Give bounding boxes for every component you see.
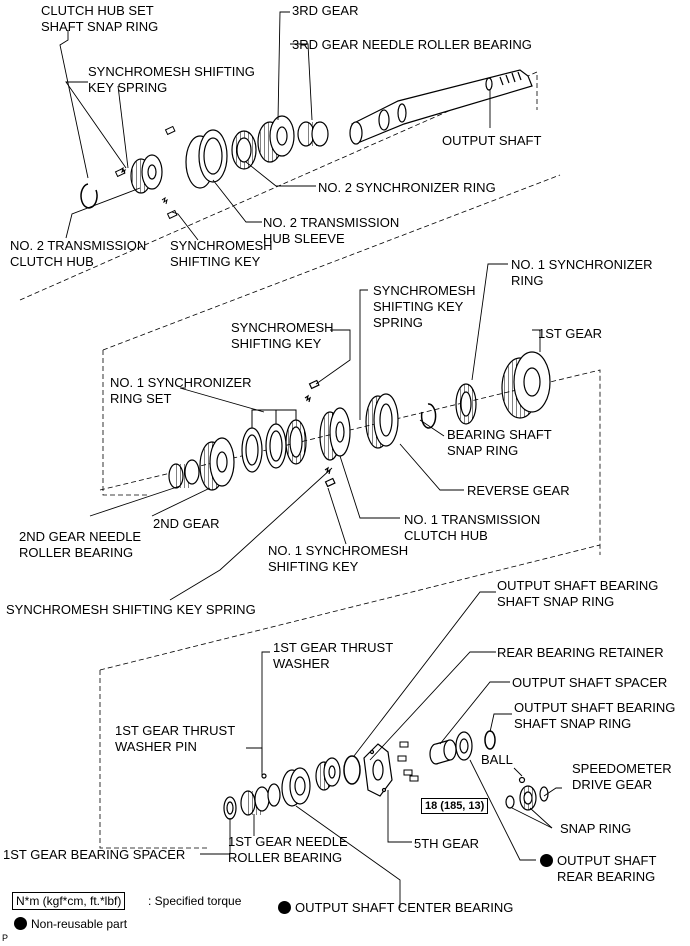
torque-value-box: 18 (185, 13) — [421, 798, 489, 814]
bearing-spacer — [223, 796, 237, 820]
label-key-spring-bottom: SYNCHROMESH SHIFTING KEY SPRING — [6, 602, 256, 617]
label-no1-sync-ring: NO. 1 SYNCHRONIZER RING — [511, 257, 653, 288]
output-shaft-spacer — [429, 739, 457, 765]
label-thrust-washer: 1ST GEAR THRUST WASHER — [273, 640, 394, 671]
label-no2-clutch-hub: NO. 2 TRANSMISSION CLUTCH HUB — [10, 238, 147, 269]
rear-bearing-retainer — [363, 743, 393, 797]
assembly-frames — [19, 71, 601, 849]
reverse-gear — [365, 393, 399, 449]
label-key-spring-top: SYNCHROMESH SHIFTING KEY SPRING — [88, 64, 255, 95]
no1-synchronizer-ring — [455, 383, 477, 425]
out-bearing-snap-ring — [343, 755, 361, 785]
no2-synchronizer-ring — [231, 130, 257, 170]
label-3rd-gear: 3RD GEAR — [292, 3, 359, 18]
legend-torque-desc: : Specified torque — [148, 894, 242, 908]
label-2nd-gear: 2ND GEAR — [153, 516, 220, 531]
rear-bearing — [455, 731, 473, 761]
center-bearing — [281, 767, 311, 807]
ball-and-speedo — [261, 773, 549, 811]
second-gear — [199, 437, 235, 491]
label-5th-gear: 5TH GEAR — [414, 836, 480, 851]
third-gear — [257, 115, 295, 163]
first-gear — [501, 351, 551, 419]
label-no2-sync-ring: NO. 2 SYNCHRONIZER RING — [318, 180, 496, 195]
label-out-bearing-snap-ring-top: OUTPUT SHAFT BEARING SHAFT SNAP RING — [497, 578, 659, 609]
no2-clutch-hub — [130, 154, 163, 194]
label-bearing-snap-ring: BEARING SHAFT SNAP RING — [447, 427, 552, 458]
label-rear-bearing: OUTPUT SHAFT REAR BEARING — [540, 853, 656, 885]
legend-nonreusable-text: Non-reusable part — [31, 917, 128, 931]
corner-code: P — [2, 933, 9, 943]
label-out-bearing-snap-ring-right: OUTPUT SHAFT BEARING SHAFT SNAP RING — [514, 700, 676, 731]
label-clutch-hub-snap-ring: CLUTCH HUB SET SHAFT SNAP RING — [41, 3, 159, 34]
no1-clutch-hub — [304, 379, 351, 488]
third-gear-needle-bearing — [297, 121, 329, 147]
label-2nd-gear-bearing: 2ND GEAR NEEDLE ROLLER BEARING — [19, 529, 142, 560]
sync-ring-set-bracket — [251, 409, 297, 428]
label-shifting-key-mid: SYNCHROMESH SHIFTING KEY — [231, 320, 334, 351]
fifth-gear — [315, 757, 341, 791]
label-key-spring-mid: SYNCHROMESH SHIFTING KEY SPRING — [373, 283, 476, 330]
label-center-bearing: OUTPUT SHAFT CENTER BEARING — [278, 900, 513, 916]
label-no1-sync-ring-set: NO. 1 SYNCHRONIZER RING SET — [110, 375, 252, 406]
label-output-shaft: OUTPUT SHAFT — [442, 133, 542, 148]
label-1st-gear-spacer: 1ST GEAR BEARING SPACER — [3, 847, 186, 862]
first-gear-needle-bearing — [240, 783, 281, 816]
no1-synchronizer-ring-set — [241, 419, 307, 473]
label-ball: BALL — [481, 752, 513, 767]
nonreusable-dot-icon — [14, 917, 27, 930]
leader-lines — [59, 11, 562, 908]
nonreusable-dot-icon — [540, 854, 553, 867]
label-washer-pin: 1ST GEAR THRUST WASHER PIN — [115, 723, 236, 754]
label-rear-bearing-text: OUTPUT SHAFT REAR BEARING — [557, 853, 657, 884]
label-output-spacer: OUTPUT SHAFT SPACER — [512, 675, 668, 690]
label-shifting-key-top: SYNCHROMESH SHIFTING KEY — [170, 238, 273, 269]
label-speedo-gear: SPEEDOMETER DRIVE GEAR — [572, 761, 672, 792]
label-no1-shifting-key: NO. 1 SYNCHROMESH SHIFTING KEY — [268, 543, 409, 574]
out-bearing-snap-ring-right — [484, 730, 496, 750]
output-shaft — [349, 69, 533, 145]
label-center-bearing-text: OUTPUT SHAFT CENTER BEARING — [295, 900, 514, 915]
no2-hub-sleeve — [185, 129, 228, 189]
legend-torque-box: N*m (kgf*cm, ft.*lbf) — [12, 892, 126, 910]
label-3rd-gear-bearing: 3RD GEAR NEEDLE ROLLER BEARING — [292, 37, 532, 52]
label-1st-gear-bearing: 1ST GEAR NEEDLE ROLLER BEARING — [228, 834, 348, 865]
label-no1-clutch-hub: NO. 1 TRANSMISSION CLUTCH HUB — [404, 512, 541, 543]
clutch-hub-snap-ring — [80, 183, 98, 209]
label-no2-hub-sleeve: NO. 2 TRANSMISSION HUB SLEEVE — [263, 215, 400, 246]
label-rear-bearing-retainer: REAR BEARING RETAINER — [497, 645, 664, 660]
retainer-bolts — [397, 741, 419, 782]
second-gear-needle-bearing — [168, 459, 200, 489]
bearing-shaft-snap-ring — [420, 403, 437, 429]
nonreusable-dot-icon — [278, 901, 291, 914]
legend-nonreusable: Non-reusable part — [14, 916, 127, 932]
label-reverse-gear: REVERSE GEAR — [467, 483, 570, 498]
label-snap-ring: SNAP RING — [560, 821, 632, 836]
label-1st-gear: 1ST GEAR — [538, 326, 603, 341]
